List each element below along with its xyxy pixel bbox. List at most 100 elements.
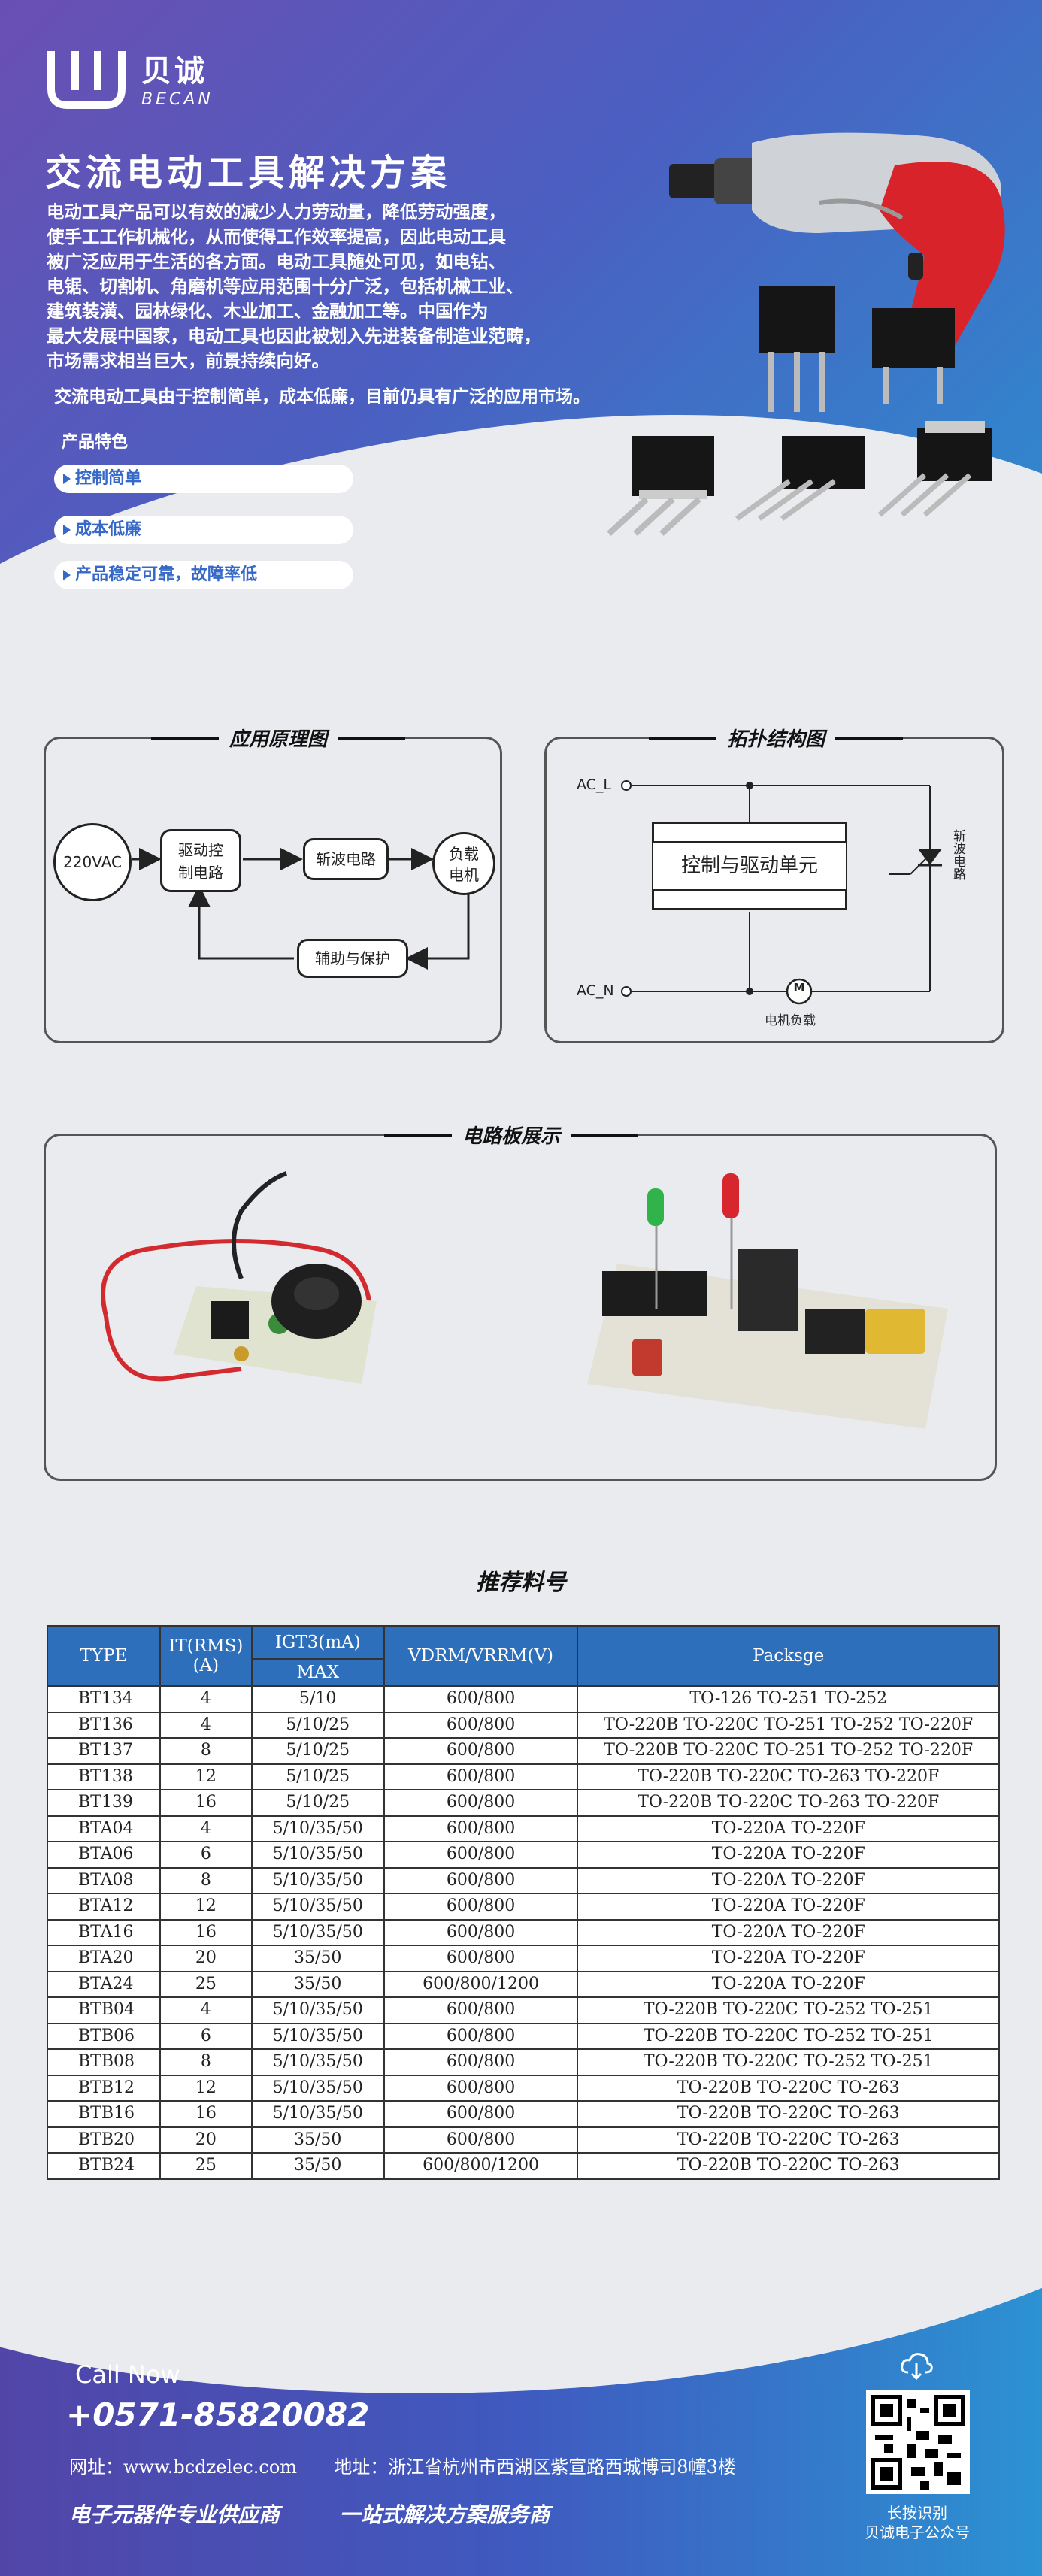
cell-it: 12 xyxy=(159,1893,253,1921)
cell-igt: 35/50 xyxy=(250,1970,385,1998)
cell-package: TO-220B TO-220C TO-263 xyxy=(577,2100,1000,2128)
col-header-package: Packsge xyxy=(577,1625,1000,1687)
principle-title: 应用原理图 xyxy=(150,724,406,752)
feature-pill: 产品稳定可靠，故障率低 xyxy=(54,561,353,589)
hero-paragraph-line: 最大发展中国家，电动工具也因此被划入先进装备制造业范畴， xyxy=(47,325,541,347)
cell-it: 4 xyxy=(159,1685,253,1713)
control-drive-unit: 控制与驱动单元 xyxy=(652,841,847,891)
cell-igt: 5/10/25 xyxy=(250,1711,385,1739)
cell-vdrm: 600/800 xyxy=(383,2100,579,2128)
brand-name-en: BECAN xyxy=(141,89,214,109)
cell-type: BT137 xyxy=(47,1737,161,1765)
cell-type: BTA12 xyxy=(47,1893,161,1921)
cell-package: TO-220A TO-220F xyxy=(577,1841,1000,1869)
ac-n-label: AC_N xyxy=(577,982,614,999)
to220-chip-image-2 xyxy=(877,421,992,517)
cell-vdrm: 600/800 xyxy=(383,1737,579,1765)
parts-table-title: 推荐料号 xyxy=(476,1570,566,1596)
hero-paragraph-line: 建筑装潢、园林绿化、木业加工、金融加工等。中国作为 xyxy=(47,301,489,322)
cell-igt: 5/10/35/50 xyxy=(250,1918,385,1946)
cell-type: BT138 xyxy=(47,1763,161,1790)
cell-vdrm: 600/800/1200 xyxy=(383,1970,579,1998)
cell-package: TO-220B TO-220C TO-263 xyxy=(577,2152,1000,2180)
principle-connectors xyxy=(132,848,470,970)
cell-igt: 5/10/35/50 xyxy=(250,1866,385,1894)
driver-circuit-node: 驱动控 制电路 xyxy=(160,829,241,892)
cell-igt: 5/10/35/50 xyxy=(250,1996,385,2024)
qr-code[interactable] xyxy=(866,2390,970,2494)
col-header-type: TYPE xyxy=(47,1625,161,1687)
cell-package: TO-220A TO-220F xyxy=(577,1893,1000,1921)
cell-igt: 35/50 xyxy=(250,1945,385,1972)
feature-label: 产品稳定可靠，故障率低 xyxy=(75,565,258,584)
cell-igt: 5/10/25 xyxy=(250,1763,385,1790)
becan-logo-icon xyxy=(47,51,126,109)
cell-package: TO-220A TO-220F xyxy=(577,1970,1000,1998)
page-title: 交流电动工具解决方案 xyxy=(45,152,452,194)
hero-paragraph: 电动工具产品可以有效的减少人力劳动量，降低劳动强度， 使手工工作机械化，从而使得… xyxy=(47,200,641,374)
motor-icon: M xyxy=(793,981,805,994)
address-text: 地址：浙江省杭州市西湖区紫宣路西城博司8幢3楼 xyxy=(334,2456,736,2478)
cell-igt: 5/10/25 xyxy=(250,1789,385,1817)
qr-caption: 长按识别 贝诚电子公众号 xyxy=(842,2503,992,2542)
cell-igt: 5/10/35/50 xyxy=(250,2048,385,2076)
cell-it: 25 xyxy=(159,1970,253,1998)
col-header-igt: IGT3(mA) xyxy=(250,1625,385,1660)
load-motor-node: 负载 电机 xyxy=(432,832,495,895)
chopper-vertical-label: 斩波电路 xyxy=(950,829,965,880)
phone-number[interactable]: +0571-85820082 xyxy=(66,2396,370,2433)
cell-vdrm: 600/800 xyxy=(383,2074,579,2102)
circuit-board-image-2 xyxy=(587,1173,948,1429)
cell-type: BT134 xyxy=(47,1685,161,1713)
cell-type: BTA24 xyxy=(47,1970,161,1998)
board-panel: 电路板展示 xyxy=(44,1121,997,1481)
arrow-right-icon xyxy=(63,474,71,484)
cell-package: TO-126 TO-251 TO-252 xyxy=(577,1685,1000,1713)
cell-it: 12 xyxy=(159,2074,253,2102)
cell-it: 16 xyxy=(159,1789,253,1817)
cell-type: BTB12 xyxy=(47,2074,161,2102)
principle-panel: 应用原理图 220VAC 驱动控 制电路 斩波电路 负载 电机 辅助与保护 xyxy=(44,724,502,1043)
cell-package: TO-220B TO-220C TO-251 TO-252 TO-220F xyxy=(577,1737,1000,1765)
arrow-right-icon xyxy=(63,570,71,580)
cell-it: 6 xyxy=(159,1841,253,1869)
circuit-board-image-1 xyxy=(101,1171,377,1384)
cell-vdrm: 600/800 xyxy=(383,1841,579,1869)
hero-paragraph-line: 被广泛应用于生活的各方面。电动工具随处可见，如电钻、 xyxy=(47,251,506,272)
parts-table: TYPE IT(RMS)(A) IGT3(mA) VDRM/VRRM(V) Pa… xyxy=(47,1625,1000,2180)
ac-l-label: AC_L xyxy=(577,776,612,793)
cell-type: BTB16 xyxy=(47,2100,161,2128)
hero-paragraph-2: 交流电动工具由于控制简单，成本低廉，目前仍具有广泛的应用市场。 xyxy=(54,387,590,407)
col-header-it: IT(RMS)(A) xyxy=(159,1625,253,1687)
cell-type: BT136 xyxy=(47,1711,161,1739)
board-title: 电路板展示 xyxy=(383,1121,639,1149)
cell-type: BTA20 xyxy=(47,1945,161,1972)
cell-type: BTB20 xyxy=(47,2126,161,2154)
aux-protection-node: 辅助与保护 xyxy=(297,939,408,978)
slogans: 电子元器件专业供应商 一站式解决方案服务商 xyxy=(69,2499,550,2529)
brand-name-cn: 贝诚 xyxy=(141,53,207,89)
website-link[interactable]: 网址：www.bcdzelec.com xyxy=(69,2456,298,2478)
electric-drill-image xyxy=(669,132,1005,359)
to263-chip-image xyxy=(872,308,955,404)
cell-type: BTB08 xyxy=(47,2048,161,2076)
cell-igt: 35/50 xyxy=(250,2152,385,2180)
cell-package: TO-220B TO-220C TO-252 TO-251 xyxy=(577,1996,1000,2024)
cell-vdrm: 600/800 xyxy=(383,2126,579,2154)
cell-it: 20 xyxy=(159,2126,253,2154)
source-220vac-node: 220VAC xyxy=(53,823,132,901)
cell-it: 6 xyxy=(159,2022,253,2050)
feature-pill: 成本低廉 xyxy=(54,516,353,544)
cell-igt: 5/10/25 xyxy=(250,1737,385,1765)
cell-type: BT139 xyxy=(47,1789,161,1817)
brand-logo: 贝诚 BECAN xyxy=(45,44,214,111)
